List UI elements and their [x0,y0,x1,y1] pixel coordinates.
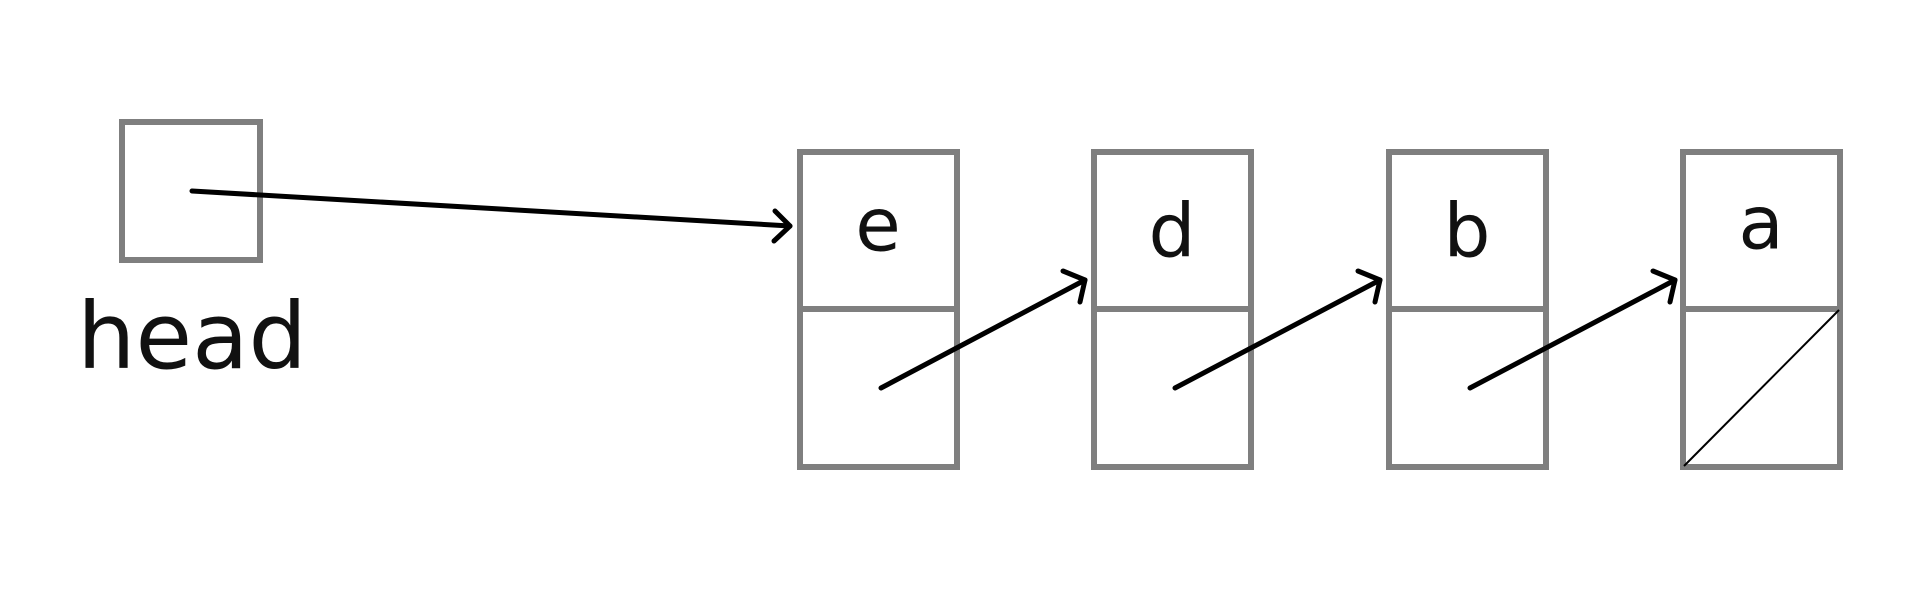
head-label: head [77,283,307,390]
head-arrow-line [189,188,793,229]
next-arrow [1172,268,1383,391]
null-pointer-slash [1683,309,1840,467]
list-node: e [797,149,960,470]
list-node: a [1680,149,1843,470]
head-pointer: head [77,119,307,390]
node-value: d [1149,189,1196,275]
next-arrow [1467,268,1678,391]
next-arrow-head [1060,268,1088,305]
next-arrow-head [1355,268,1383,305]
next-arrow-line [1172,277,1383,391]
node-value: e [855,183,901,269]
head-arrow [189,188,793,244]
next-arrow [878,268,1088,391]
list-node: d [1091,149,1254,470]
next-arrow-head [1650,268,1678,305]
head-pointer-box [119,119,263,263]
node-value: b [1444,189,1491,275]
list-node: b [1386,149,1549,470]
head-arrow-head [771,208,793,244]
node-value: a [1738,181,1783,267]
next-arrow-line [1467,277,1678,391]
next-arrow-line [878,277,1088,391]
